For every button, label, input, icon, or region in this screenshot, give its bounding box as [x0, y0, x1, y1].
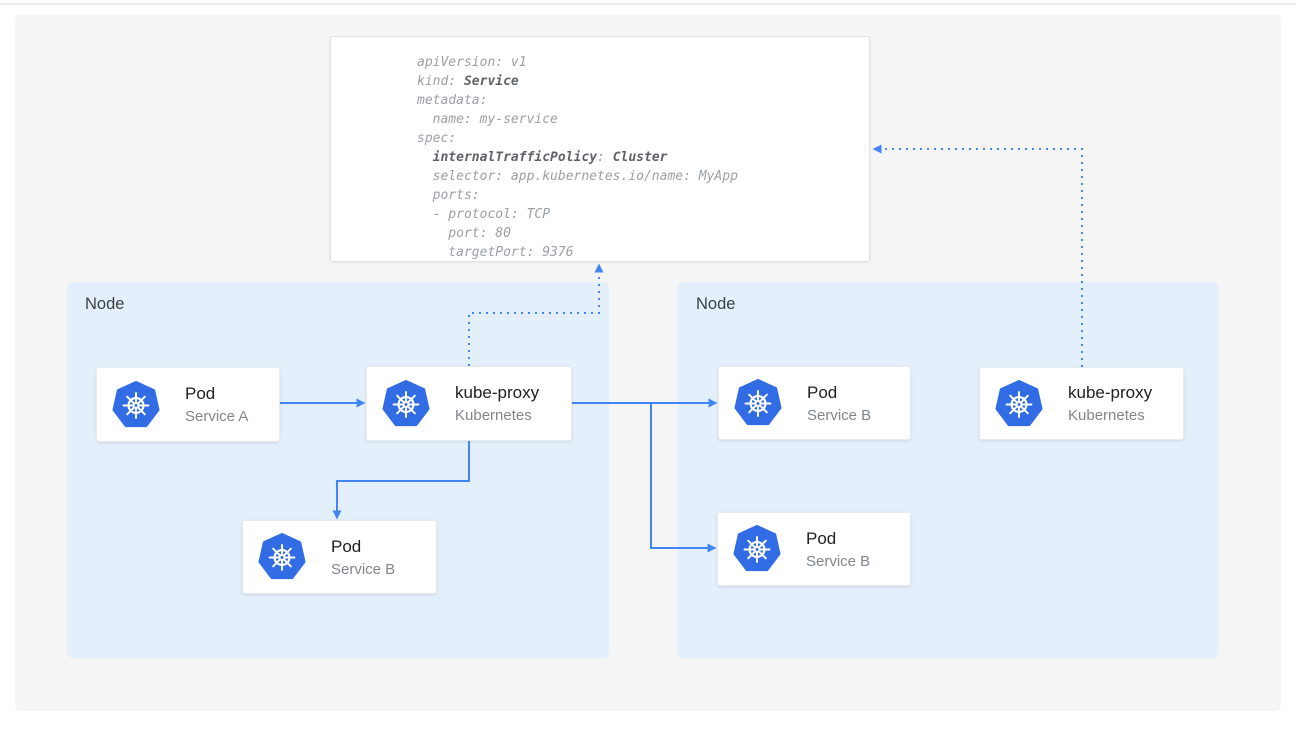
card-pod-service-b-right-bottom: Pod Service B: [717, 512, 911, 586]
service-yaml-panel: apiVersion: v1 kind: Service metadata: n…: [330, 36, 870, 262]
kubernetes-icon: [258, 533, 306, 581]
code-line: - protocol: TCP: [417, 207, 551, 222]
card-title: kube-proxy: [455, 383, 540, 402]
code-line: kind: Service: [417, 74, 519, 89]
code-line: selector: app.kubernetes.io/name: MyApp: [417, 169, 738, 184]
card-subtitle: Service B: [331, 560, 396, 578]
code-line: port: 80: [417, 226, 511, 241]
code-line: ports:: [417, 188, 480, 203]
card-subtitle: Service B: [806, 552, 871, 570]
code-line: spec:: [417, 131, 457, 146]
code-line: apiVersion: v1: [417, 55, 527, 70]
top-divider: [0, 3, 1296, 5]
kubernetes-icon: [734, 379, 782, 427]
card-title: Pod: [807, 382, 838, 402]
card-title: Pod: [806, 528, 837, 548]
code-line: internalTrafficPolicy: Cluster: [432, 150, 668, 165]
code-line: name: my-service: [417, 112, 558, 127]
card-title: Pod: [185, 384, 216, 403]
kubernetes-icon: [382, 380, 430, 428]
card-title: Pod: [331, 536, 362, 556]
kubernetes-icon: [112, 381, 160, 429]
card-subtitle: Kubernetes: [1068, 407, 1145, 424]
node-label: Node: [696, 295, 736, 313]
card-kube-proxy-left: kube-proxy Kubernetes: [366, 366, 572, 441]
card-subtitle: Service A: [185, 408, 249, 425]
card-subtitle: Kubernetes: [455, 407, 532, 424]
code-line: targetPort: 9376: [417, 245, 574, 260]
code-line: metadata:: [417, 93, 488, 108]
card-title: kube-proxy: [1068, 383, 1153, 402]
node-label: Node: [85, 295, 125, 313]
node-left: Node: [67, 282, 609, 658]
card-pod-service-b-left: Pod Service B: [242, 520, 437, 594]
card-kube-proxy-right: kube-proxy Kubernetes: [979, 367, 1184, 440]
card-pod-service-b-right-top: Pod Service B: [718, 366, 911, 440]
node-right: Node: [678, 282, 1218, 658]
kubernetes-icon: [995, 380, 1043, 428]
kubernetes-icon: [733, 525, 781, 573]
card-pod-service-a: Pod Service A: [96, 367, 280, 442]
card-subtitle: Service B: [807, 406, 872, 424]
